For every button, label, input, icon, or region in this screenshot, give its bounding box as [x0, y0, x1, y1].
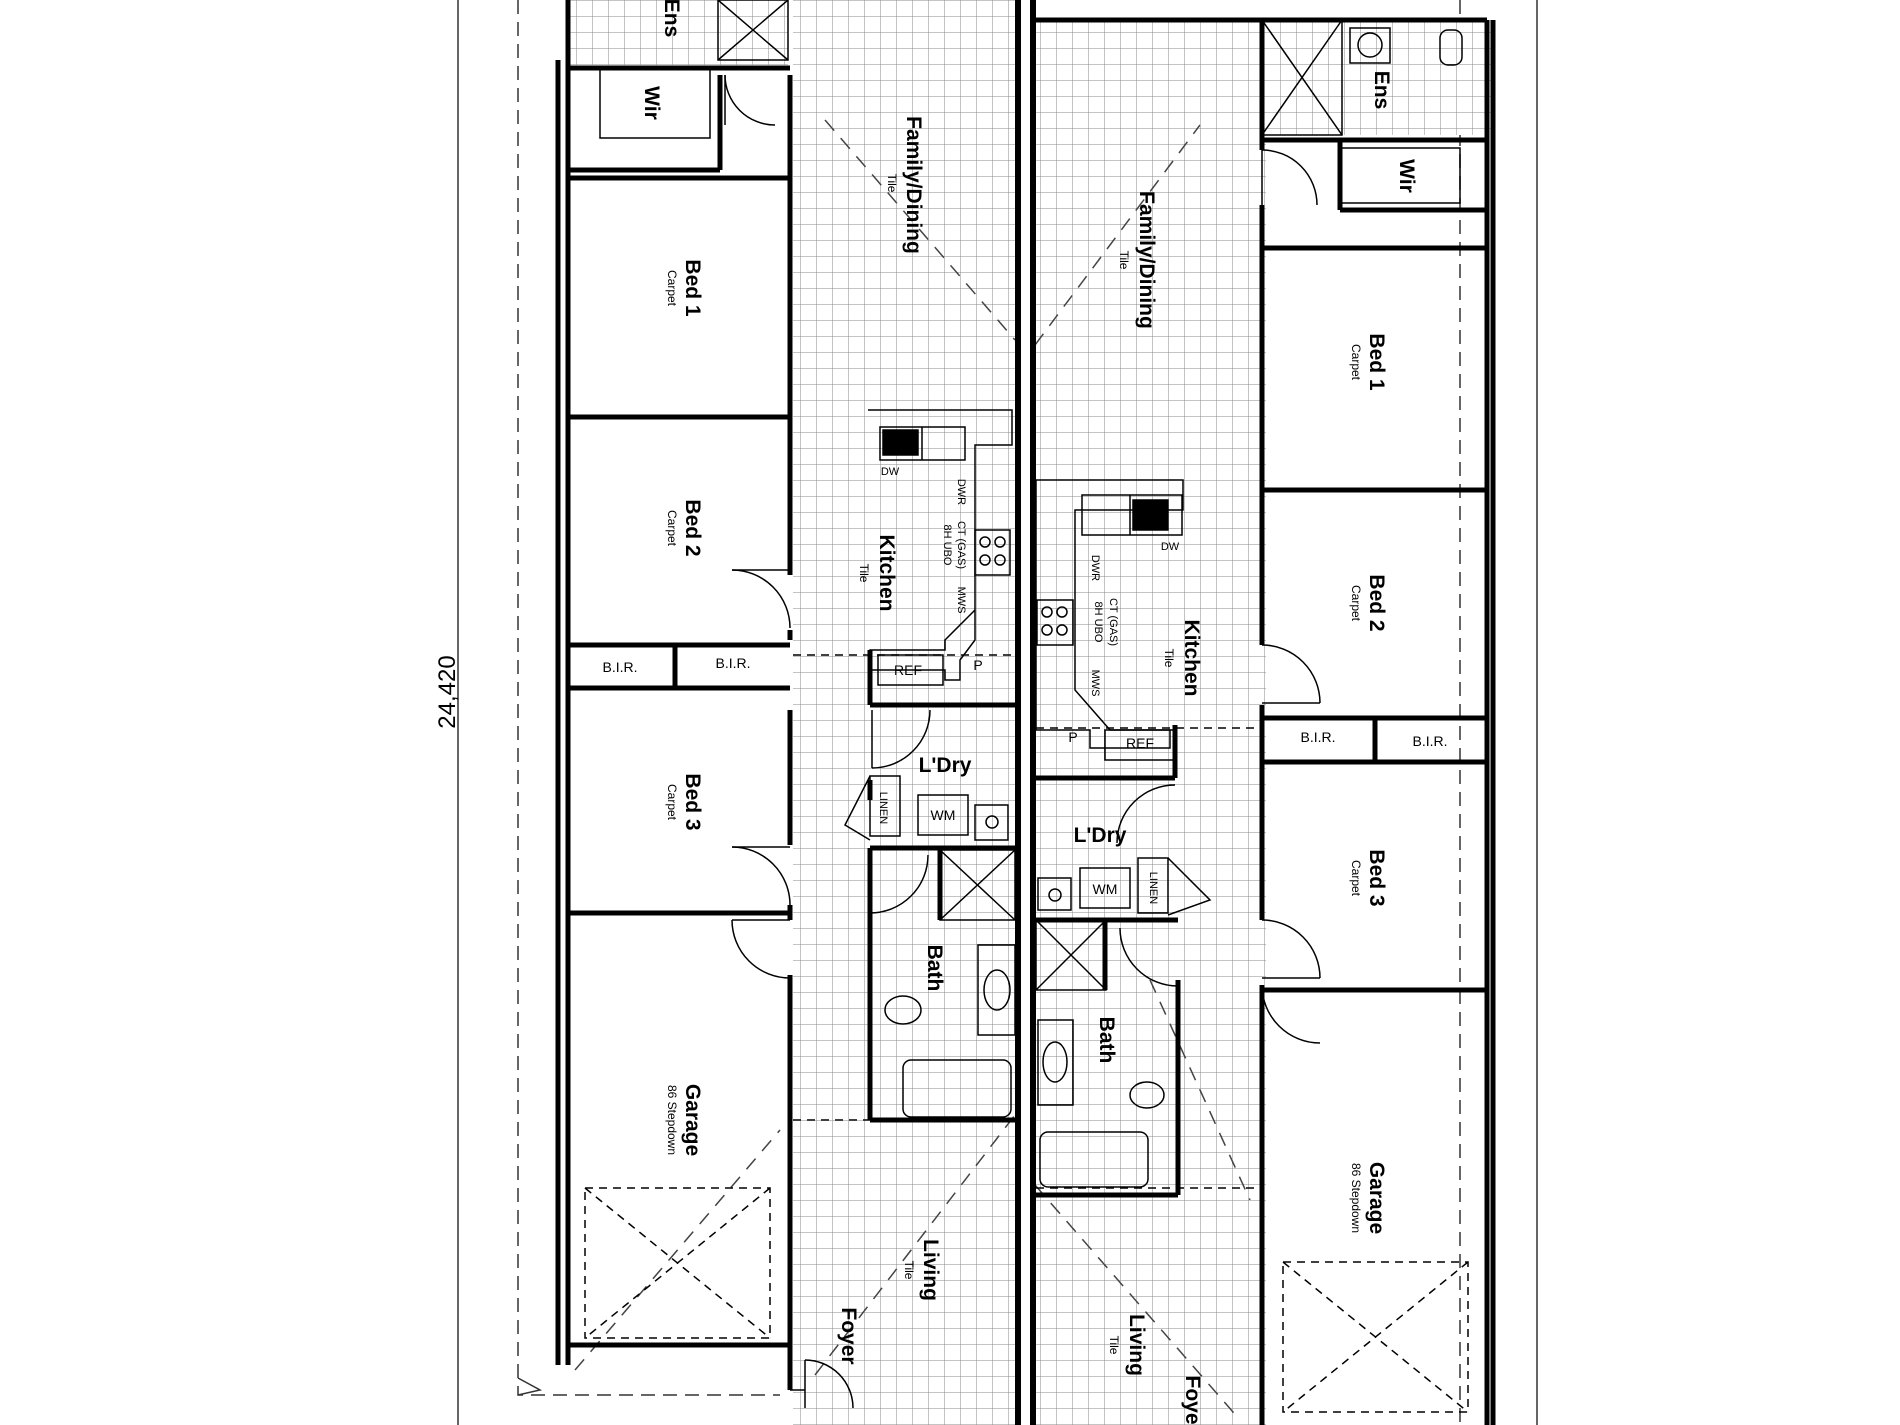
right-dw-label: DW	[1161, 541, 1180, 553]
left-bed2-label: Bed 2	[681, 499, 704, 556]
left-ubo-label: 8H UBO	[941, 525, 953, 566]
right-ens-label: Ens	[1370, 71, 1393, 110]
garage-bays	[584, 654, 1469, 1413]
right-bed2-floor: Carpet	[1349, 585, 1363, 622]
left-bed1-floor: Carpet	[665, 270, 679, 307]
left-ref-label: REF	[894, 662, 922, 678]
left-garage-floor: 86 Stepdown	[665, 1085, 679, 1155]
door-swings	[724, 74, 1321, 1409]
left-living-floor: Tile	[902, 1261, 916, 1280]
right-kitchen-floor: Tile	[1162, 649, 1176, 668]
right-ct-label: CT (GAS)	[1107, 598, 1119, 646]
right-wir-label: Wir	[1395, 159, 1418, 193]
left-bir-a-label: B.I.R.	[602, 659, 637, 675]
tiled-floor-areas	[568, 0, 1492, 1425]
left-wm-label: WM	[931, 807, 956, 823]
left-unit-labels: Ens Wir Family/Dining Tile Bed 1 Carpet …	[602, 0, 982, 1365]
right-bir-b-label: B.I.R.	[1412, 733, 1447, 749]
right-ref-label: REF	[1126, 735, 1154, 751]
right-family-floor: Tile	[1117, 251, 1131, 270]
right-bed3-label: Bed 3	[1365, 849, 1388, 906]
right-family-label: Family/Dining	[1135, 191, 1158, 329]
left-kitchen-label: Kitchen	[875, 534, 898, 611]
right-garage-floor: 86 Stepdown	[1349, 1163, 1363, 1233]
right-garage-label: Garage	[1365, 1162, 1388, 1234]
left-living-label: Living	[919, 1239, 942, 1301]
right-wm-label: WM	[1093, 881, 1118, 897]
right-p-label: P	[1068, 729, 1077, 745]
ceiling-diagonals	[574, 119, 1251, 1421]
left-ens-label: Ens	[660, 0, 683, 37]
right-kitchen-label: Kitchen	[1180, 619, 1203, 696]
left-dw-label: DW	[881, 466, 900, 478]
right-bed1-label: Bed 1	[1365, 333, 1388, 391]
left-family-label: Family/Dining	[902, 116, 925, 254]
right-living-label: Living	[1125, 1314, 1148, 1376]
right-bed3-floor: Carpet	[1349, 860, 1363, 897]
right-mws-label: MWS	[1089, 670, 1101, 697]
right-dwr-label: DWR	[1089, 555, 1101, 581]
left-wir-label: Wir	[640, 86, 663, 120]
left-garage-label: Garage	[681, 1084, 704, 1156]
dimension-label: 24,420	[434, 655, 461, 728]
dimension-marker: 24,420	[434, 655, 461, 728]
left-p-label: P	[973, 657, 982, 673]
left-bed3-label: Bed 3	[681, 773, 704, 830]
walls	[555, 0, 1496, 1425]
left-family-floor: Tile	[885, 174, 899, 193]
right-bath-label: Bath	[1095, 1017, 1118, 1064]
right-bed2-label: Bed 2	[1365, 574, 1388, 631]
joinery	[599, 0, 1463, 1188]
right-bed1-floor: Carpet	[1349, 344, 1363, 381]
right-unit-labels: Ens Wir Family/Dining Tile Bed 1 Carpet …	[1068, 71, 1447, 1425]
left-kitchen-floor: Tile	[857, 564, 871, 583]
right-ubo-label: 8H UBO	[1092, 602, 1104, 643]
site-boundary	[457, 0, 1538, 1425]
left-bed3-floor: Carpet	[665, 784, 679, 821]
left-bed1-label: Bed 1	[681, 259, 704, 317]
left-bed2-floor: Carpet	[665, 510, 679, 547]
left-dwr-label: DWR	[955, 479, 967, 505]
left-mws-label: MWS	[955, 587, 967, 614]
left-linen-label: LINEN	[877, 792, 889, 824]
left-ct-label: CT (GAS)	[955, 521, 967, 569]
left-bath-label: Bath	[923, 945, 946, 992]
right-bir-a-label: B.I.R.	[1300, 729, 1335, 745]
right-living-floor: Tile	[1107, 1336, 1121, 1355]
right-foyer-label: Foye	[1181, 1375, 1204, 1424]
left-foyer-label: Foyer	[837, 1307, 860, 1364]
right-linen-label: LINEN	[1147, 872, 1159, 904]
left-bir-b-label: B.I.R.	[715, 655, 750, 671]
right-ldry-label: L'Dry	[1074, 824, 1127, 847]
left-ldry-label: L'Dry	[919, 754, 972, 777]
